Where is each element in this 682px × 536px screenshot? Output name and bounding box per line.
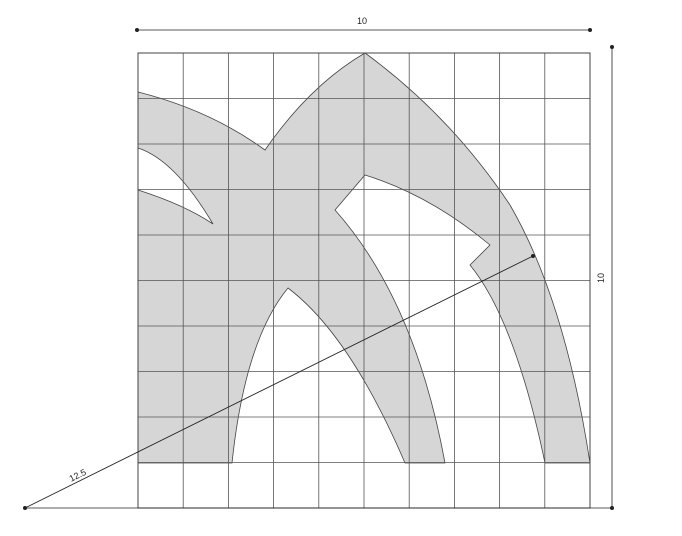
radius-start-dot [23,506,27,510]
top-width-dimension: 10 [135,16,592,32]
right-dimension-start-dot [610,45,614,49]
right-height-label: 10 [596,273,606,283]
radius-line [24,255,534,509]
grid [138,53,590,508]
right-height-dimension: 10 [596,45,614,510]
radius-label: 12.5 [68,467,88,484]
top-dimension-end-dot [588,28,592,32]
radius-end-dot [531,254,535,258]
top-width-label: 10 [357,16,367,26]
top-dimension-start-dot [135,28,139,32]
